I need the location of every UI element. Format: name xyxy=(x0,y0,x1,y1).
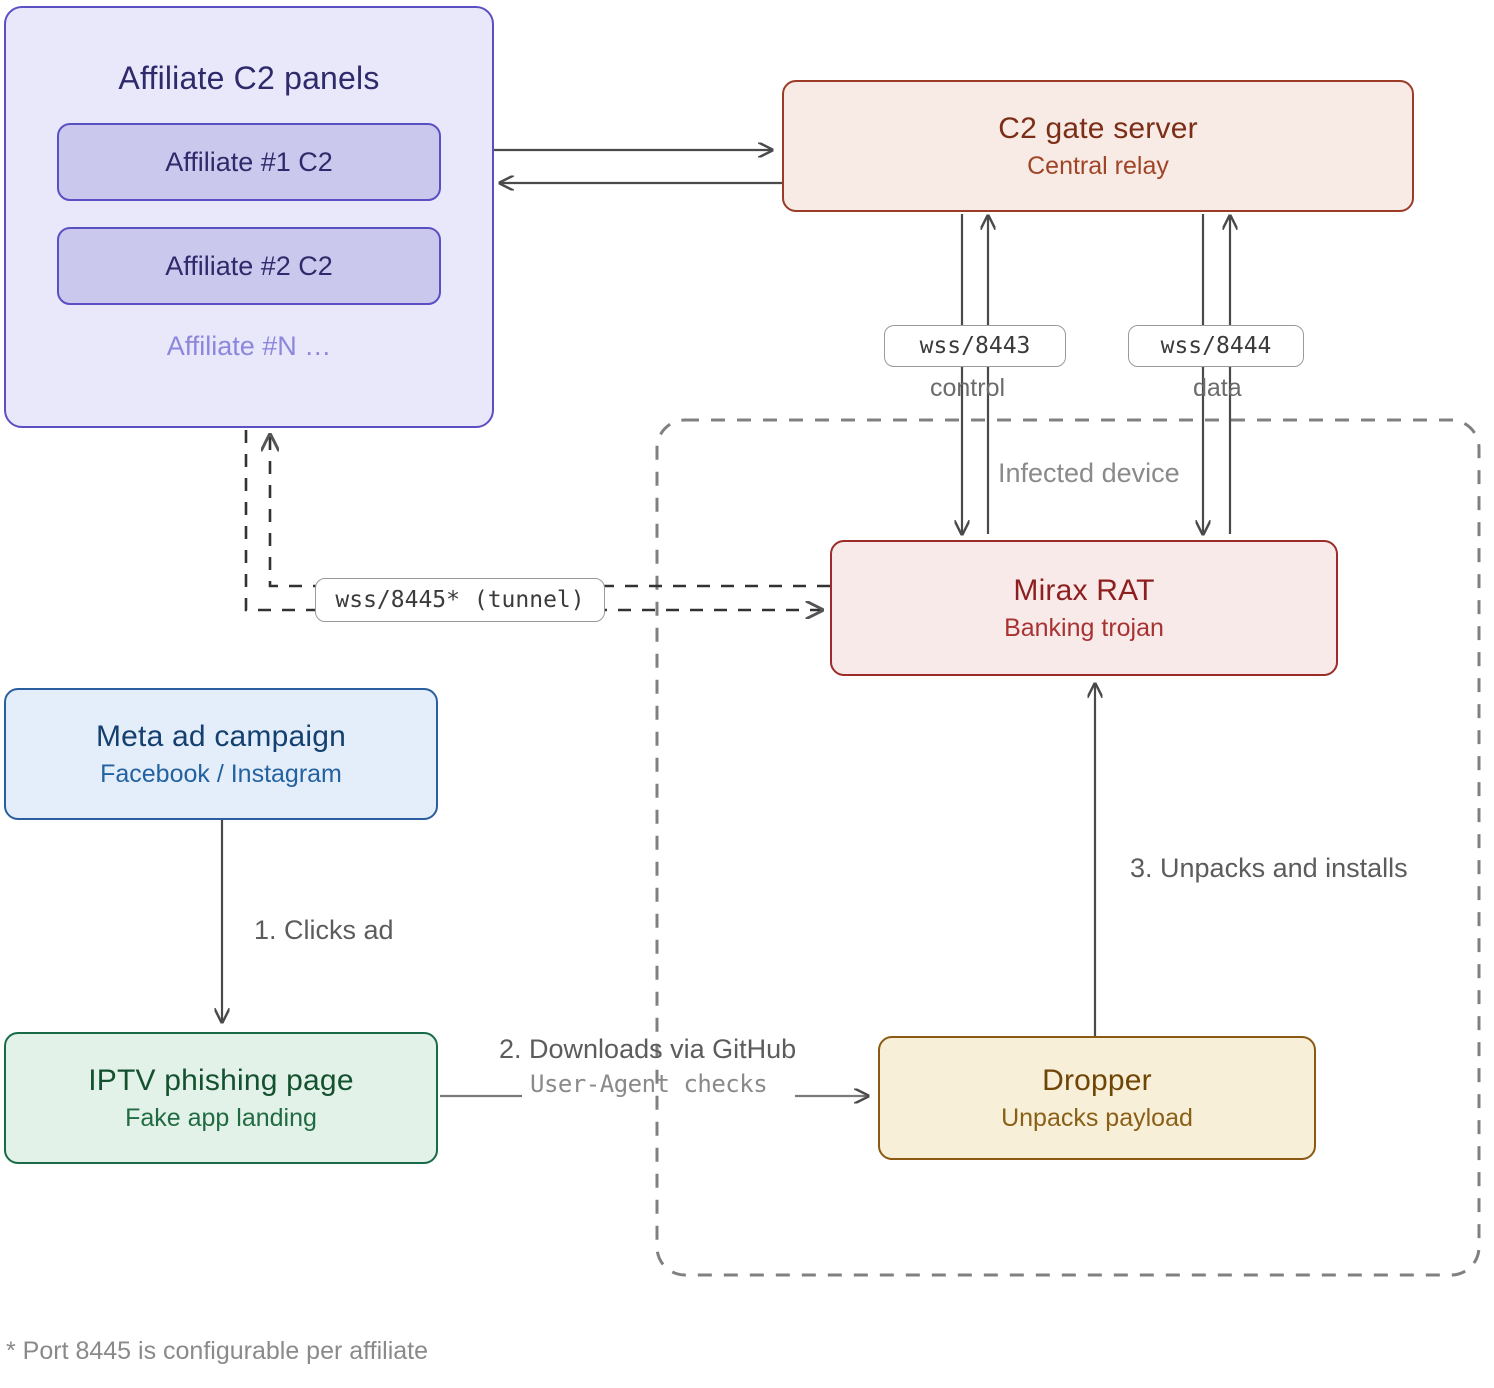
dropper-subtitle: Unpacks payload xyxy=(1001,1103,1193,1132)
iptv-phishing-page-subtitle: Fake app landing xyxy=(125,1103,317,1132)
affiliate-c2-panels-group[interactable]: Affiliate C2 panels Affiliate #1 C2 Affi… xyxy=(4,6,494,428)
edge-tunnel-to-affiliate xyxy=(270,435,830,588)
c2-gate-server-title: C2 gate server xyxy=(998,112,1198,146)
dropper-title: Dropper xyxy=(1042,1064,1152,1098)
affiliate-1-c2-label: Affiliate #1 C2 xyxy=(165,146,333,177)
step-1-label: 1. Clicks ad xyxy=(254,915,394,945)
mirax-rat-subtitle: Banking trojan xyxy=(1004,613,1164,642)
affiliate-panel-title: Affiliate C2 panels xyxy=(118,60,380,96)
tunnel-port-chip: wss/8445* (tunnel) xyxy=(315,578,605,622)
meta-ad-campaign-subtitle: Facebook / Instagram xyxy=(100,759,342,788)
affiliate-1-c2-box[interactable]: Affiliate #1 C2 xyxy=(57,123,441,201)
data-channel-label: data xyxy=(1193,374,1242,402)
data-port-chip: wss/8444 xyxy=(1128,325,1304,367)
affiliate-n-more-label: Affiliate #N … xyxy=(166,331,332,361)
step-2-label: 2. Downloads via GitHub xyxy=(499,1034,797,1064)
infected-device-label: Infected device xyxy=(998,458,1180,488)
control-channel-label: control xyxy=(930,374,1006,402)
footnote-text: * Port 8445 is configurable per affiliat… xyxy=(6,1337,429,1365)
step-3-label: 3. Unpacks and installs xyxy=(1130,853,1408,883)
meta-ad-campaign-title: Meta ad campaign xyxy=(95,720,346,754)
meta-ad-campaign-node[interactable]: Meta ad campaign Facebook / Instagram xyxy=(4,688,438,820)
control-port-chip: wss/8443 xyxy=(884,325,1066,367)
dropper-node[interactable]: Dropper Unpacks payload xyxy=(878,1036,1316,1160)
mirax-rat-node[interactable]: Mirax RAT Banking trojan xyxy=(830,540,1338,676)
step-2-sublabel: User-Agent checks xyxy=(530,1070,768,1098)
affiliate-2-c2-label: Affiliate #2 C2 xyxy=(165,250,333,281)
iptv-phishing-page-title: IPTV phishing page xyxy=(88,1064,354,1098)
iptv-phishing-page-node[interactable]: IPTV phishing page Fake app landing xyxy=(4,1032,438,1164)
c2-gate-server-node[interactable]: C2 gate server Central relay xyxy=(782,80,1414,212)
affiliate-2-c2-box[interactable]: Affiliate #2 C2 xyxy=(57,227,441,305)
c2-gate-server-subtitle: Central relay xyxy=(1027,151,1169,180)
mirax-rat-title: Mirax RAT xyxy=(1013,574,1155,608)
